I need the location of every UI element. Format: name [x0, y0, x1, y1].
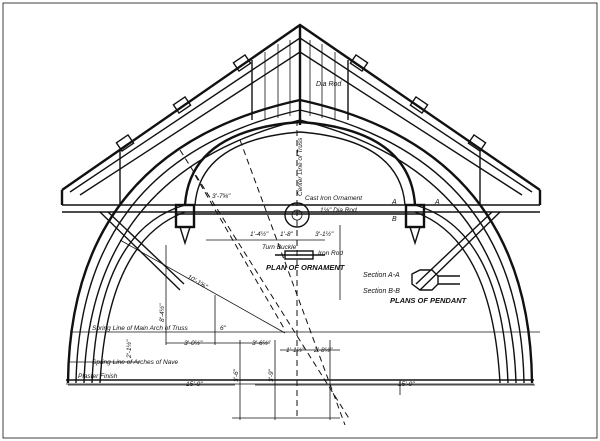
label-section-bb: Section B-B [363, 288, 400, 295]
dim-3-1: 3'-1½" [315, 230, 334, 238]
inner-arch [183, 120, 417, 206]
dim-3-6h: 3'-6½" [252, 339, 271, 347]
plans-of-pendant-title: PLANS OF PENDANT [390, 296, 468, 305]
dim-2-8: 2'-8½" [313, 346, 333, 354]
dim-1-1: 1'-1½" [286, 346, 305, 354]
mark-b: B [392, 216, 397, 223]
dim-8-4: 8'-4½" [158, 303, 166, 322]
label-plaster-finish: Plaster Finish [78, 373, 118, 380]
dim-10-1: 10'-1⅝" [186, 274, 209, 291]
construction-lines [66, 139, 540, 426]
dim-1-8: 1'-8" [280, 231, 294, 238]
tie-rod [194, 202, 406, 260]
dim-3-0: 3'-0½" [184, 339, 203, 347]
dim-3-7: 3'-7⅝" [212, 193, 231, 200]
label-iron-rod: Iron Rod [318, 250, 343, 257]
mark-a: A [391, 199, 397, 206]
mark-a-right: A [434, 199, 440, 206]
dim-span-right: 15'-0" [398, 381, 415, 388]
label-spring-main-arch: Spring Line of Main Arch of Truss [92, 325, 188, 332]
dim-2-1: 2'-1½" [125, 339, 133, 359]
label-section-aa: Section A-A [363, 272, 400, 279]
label-cast-iron-ornament: Cast Iron Ornament [305, 195, 363, 202]
main-arch [66, 98, 534, 384]
label-dia-rod: 1⅛" Dia Rod [320, 207, 357, 214]
dim-3-9: 3'-9" [268, 368, 275, 382]
dim-span-left: 15'-0" [186, 381, 203, 388]
dim-1-4: 1'-4½" [250, 230, 269, 238]
label-dia-rod-top: Dia Rod [316, 81, 342, 88]
plan-of-ornament-title: PLAN OF ORNAMENT [266, 263, 346, 272]
dim-6: 6" [220, 325, 227, 332]
dim-3-6: 3'-6" [233, 368, 240, 382]
label-center-line: Center Line of Truss [297, 137, 304, 196]
pendant-section [411, 269, 460, 291]
label-spring-nave: Spring Line of Arches of Nave [92, 359, 178, 366]
label-turn-buckle: Turn Buckle [262, 244, 297, 251]
pendant-left [174, 203, 196, 246]
pendant-right [404, 203, 426, 246]
